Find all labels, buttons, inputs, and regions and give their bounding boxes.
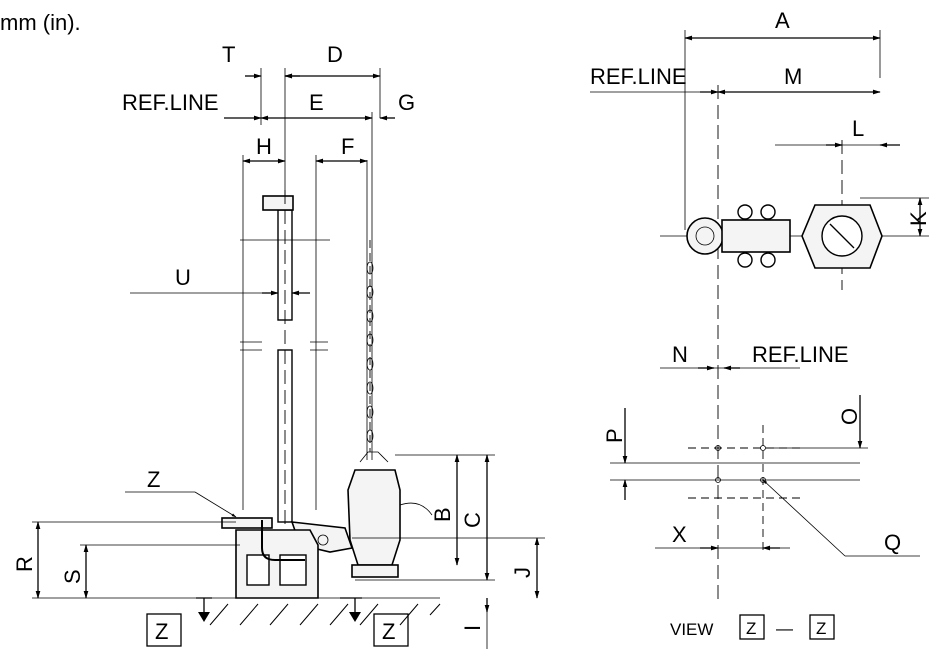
view-z-z: N REF.LINE O P X Q VIEW Z —	[602, 342, 920, 640]
plan-base-bore	[695, 226, 715, 246]
label-R: R	[12, 556, 37, 572]
plan-bolt-1	[737, 204, 753, 220]
elbow-outline	[261, 520, 305, 561]
zz-hole-1	[715, 445, 721, 451]
section-arrow-right	[340, 597, 362, 614]
label-Z: Z	[147, 467, 160, 492]
plan-discharge-spool	[721, 219, 791, 253]
upper-bracket	[262, 195, 294, 211]
label-ref-line-bottom: REF.LINE	[752, 342, 849, 367]
plan-view: A REF.LINE M L K	[590, 8, 929, 600]
label-N: N	[672, 342, 688, 367]
label-ref-line-top: REF.LINE	[590, 64, 687, 89]
label-ref-line-left: REF.LINE	[122, 90, 219, 115]
label-S: S	[60, 569, 85, 584]
base-window-left	[246, 554, 270, 586]
pump-lift-handle	[359, 451, 389, 463]
ground-hatch	[209, 603, 441, 626]
plan-pump-handle	[829, 223, 855, 249]
zz-hole-2	[760, 445, 766, 451]
view-caption-box-to	[809, 614, 835, 640]
label-F: F	[341, 134, 354, 159]
label-I: I	[460, 625, 485, 631]
section-marker-left-box	[146, 613, 182, 647]
label-C: C	[460, 512, 485, 528]
leader-Z-arrow	[194, 491, 237, 518]
label-U: U	[175, 265, 191, 290]
section-marker-right-box	[373, 613, 409, 647]
side-elevation-view: T D REF.LINE E G H F U	[12, 42, 545, 649]
zz-hole-3	[715, 477, 721, 483]
top-flange	[221, 517, 273, 529]
view-caption-box-from	[739, 614, 765, 640]
label-A: A	[775, 8, 790, 33]
label-P: P	[602, 428, 627, 443]
plan-base-flange	[686, 217, 724, 255]
label-B: B	[430, 507, 455, 522]
view-caption-dash: —	[776, 619, 793, 638]
units-note: mm (in).	[0, 10, 81, 35]
pump-base-ring	[351, 564, 399, 578]
section-arrowhead-left	[198, 612, 210, 622]
label-T: T	[222, 42, 235, 67]
leader-Q-arrow	[762, 479, 846, 557]
label-G: G	[398, 90, 415, 115]
plan-bolt-4	[760, 252, 776, 268]
lifting-chain	[366, 240, 374, 452]
label-M: M	[784, 64, 802, 89]
view-caption-from: Z	[746, 619, 756, 638]
plan-bolt-3	[760, 204, 776, 220]
section-marker-left-letter: Z	[155, 619, 168, 644]
section-arrowhead-right	[349, 612, 361, 622]
section-marker-right-letter: Z	[382, 619, 395, 644]
power-cable	[399, 502, 433, 516]
section-arrow-left	[196, 597, 212, 614]
flange-bolt	[317, 534, 329, 546]
view-caption-prefix: VIEW	[670, 620, 713, 639]
label-L: L	[852, 116, 864, 141]
label-O: O	[837, 408, 862, 425]
label-H: H	[256, 134, 272, 159]
label-X: X	[672, 522, 687, 547]
label-E: E	[309, 90, 324, 115]
label-K: K	[906, 211, 929, 226]
plan-bolt-2	[737, 252, 753, 268]
pump-motor-body	[347, 469, 401, 566]
label-Q: Q	[884, 530, 901, 555]
label-D: D	[327, 42, 343, 67]
label-J: J	[510, 567, 535, 578]
view-caption-to: Z	[816, 619, 826, 638]
